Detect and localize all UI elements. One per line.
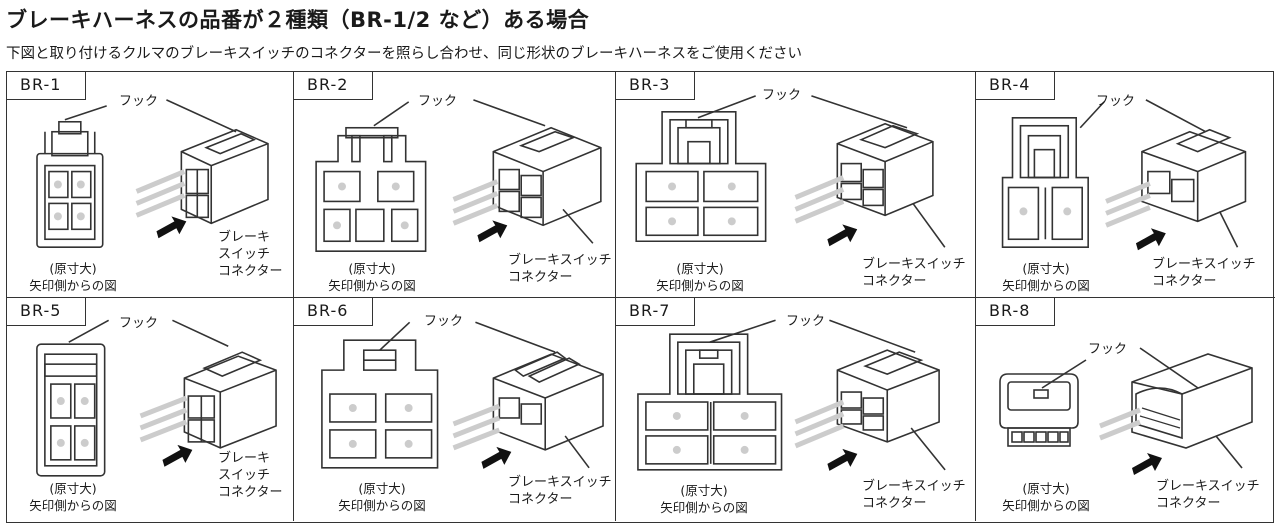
- br-7-diagram: [637, 319, 946, 471]
- caption-actual-size: (原寸大): [680, 483, 728, 498]
- switch-label-line3: コネクター: [218, 485, 283, 500]
- connector-grid: BR-1 フック (原寸大) 矢印側からの図 ブレーキ スイッチ コネクター: [6, 71, 1275, 523]
- caption-actual-size: (原寸大): [348, 261, 396, 276]
- caption-view: 矢印側からの図: [660, 500, 748, 515]
- switch-connector-label: ブレーキスイッチ コネクター: [508, 252, 612, 286]
- br-8-diagram: [999, 347, 1253, 475]
- panel-code: BR-6: [294, 298, 373, 326]
- switch-label-line2: コネクター: [1152, 274, 1217, 289]
- caption: (原寸大) 矢印側からの図: [652, 260, 748, 294]
- hook-label: フック: [762, 88, 802, 103]
- panel-code: BR-7: [616, 298, 695, 326]
- panel-code: BR-4: [976, 72, 1055, 100]
- caption: (原寸大) 矢印側からの図: [324, 260, 420, 294]
- switch-label-line1: ブレーキスイッチ: [862, 479, 966, 494]
- switch-label-line2: コネクター: [862, 274, 927, 289]
- caption-actual-size: (原寸大): [49, 261, 97, 276]
- caption-view: 矢印側からの図: [1002, 498, 1090, 513]
- panel-br-5: BR-5 フック (原寸大) 矢印側からの図 ブレーキ スイッチ コネクター: [7, 298, 294, 521]
- switch-label-line1: ブレーキ: [218, 230, 271, 245]
- caption-view: 矢印側からの図: [29, 278, 117, 293]
- switch-label-line2: スイッチ: [218, 247, 271, 262]
- caption-view: 矢印側からの図: [328, 278, 416, 293]
- page-subtitle: 下図と取り付けるクルマのブレーキスイッチのコネクターを照らし合わせ、同じ形状のブ…: [6, 46, 803, 62]
- panel-br-3: BR-3 フック (原寸大) 矢印側からの図 ブレーキスイッチ コネクター: [616, 72, 976, 298]
- caption-actual-size: (原寸大): [358, 481, 406, 496]
- caption-actual-size: (原寸大): [49, 481, 97, 496]
- caption: (原寸大) 矢印側からの図: [25, 480, 121, 514]
- br-3-diagram: [635, 95, 946, 248]
- panel-code: BR-3: [616, 72, 695, 100]
- switch-label-line2: コネクター: [1156, 496, 1221, 511]
- panel-br-6: BR-6 フック (原寸大) 矢印側からの図 ブレーキスイッチ コネクター: [294, 298, 616, 521]
- switch-label-line1: ブレーキ: [218, 451, 271, 466]
- caption: (原寸大) 矢印側からの図: [998, 260, 1094, 294]
- caption: (原寸大) 矢印側からの図: [25, 260, 121, 294]
- switch-connector-label: ブレーキ スイッチ コネクター: [218, 229, 282, 280]
- switch-connector-label: ブレーキスイッチ コネクター: [862, 256, 966, 290]
- hook-label: フック: [119, 316, 159, 331]
- caption-actual-size: (原寸大): [676, 261, 724, 276]
- panel-code: BR-2: [294, 72, 373, 100]
- hook-label: フック: [424, 314, 464, 329]
- switch-label-line1: ブレーキスイッチ: [1152, 257, 1256, 272]
- panel-br-4: BR-4 フック (原寸大) 矢印側からの図 ブレーキスイッチ コネクター: [976, 72, 1275, 298]
- caption-view: 矢印側からの図: [29, 498, 117, 513]
- switch-connector-label: ブレーキスイッチ コネクター: [862, 478, 966, 512]
- switch-label-line1: ブレーキスイッチ: [508, 253, 612, 268]
- switch-label-line1: ブレーキスイッチ: [1156, 479, 1260, 494]
- switch-label-line2: スイッチ: [218, 468, 271, 483]
- br-4-diagram: [1001, 99, 1247, 251]
- hook-label: フック: [1096, 94, 1136, 109]
- hook-label: フック: [786, 314, 826, 329]
- caption: (原寸大) 矢印側からの図: [334, 480, 430, 514]
- panel-code: BR-8: [976, 298, 1055, 326]
- switch-label-line2: コネクター: [508, 270, 573, 285]
- page-title: ブレーキハーネスの品番が２種類（BR-1/2 など）ある場合: [6, 8, 590, 32]
- caption-actual-size: (原寸大): [1022, 481, 1070, 496]
- panel-br-2: BR-2 フック (原寸大) 矢印側からの図 ブレーキスイッチ コネクター: [294, 72, 616, 298]
- switch-connector-label: ブレーキスイッチ コネクター: [1156, 478, 1260, 512]
- caption-actual-size: (原寸大): [1022, 261, 1070, 276]
- br-1-diagram: [36, 99, 269, 249]
- panel-br-7: BR-7 フック (原寸大) 矢印側からの図 ブレーキスイッチ コネクター: [616, 298, 976, 521]
- hook-label: フック: [418, 94, 458, 109]
- switch-label-line1: ブレーキスイッチ: [508, 475, 612, 490]
- caption-view: 矢印側からの図: [656, 278, 744, 293]
- switch-label-line2: コネクター: [508, 492, 573, 507]
- switch-connector-label: ブレーキ スイッチ コネクター: [218, 450, 282, 501]
- caption-view: 矢印側からの図: [1002, 278, 1090, 293]
- hook-label: フック: [119, 94, 159, 109]
- panel-code: BR-5: [7, 298, 86, 326]
- switch-label-line1: ブレーキスイッチ: [862, 257, 966, 272]
- caption: (原寸大) 矢印側からの図: [656, 482, 752, 516]
- br-2-diagram: [315, 99, 602, 252]
- panel-br-1: BR-1 フック (原寸大) 矢印側からの図 ブレーキ スイッチ コネクター: [7, 72, 294, 298]
- switch-connector-label: ブレーキスイッチ コネクター: [508, 474, 612, 508]
- caption-view: 矢印側からの図: [338, 498, 426, 513]
- switch-connector-label: ブレーキスイッチ コネクター: [1152, 256, 1256, 290]
- hook-label: フック: [1088, 342, 1128, 357]
- br-6-diagram: [321, 321, 604, 469]
- switch-label-line2: コネクター: [862, 496, 927, 511]
- caption: (原寸大) 矢印側からの図: [998, 480, 1094, 514]
- br-5-diagram: [36, 319, 277, 477]
- switch-label-line3: コネクター: [218, 264, 283, 279]
- panel-br-8: BR-8 フック (原寸大) 矢印側からの図 ブレーキスイッチ コネクター: [976, 298, 1275, 521]
- panel-code: BR-1: [7, 72, 86, 100]
